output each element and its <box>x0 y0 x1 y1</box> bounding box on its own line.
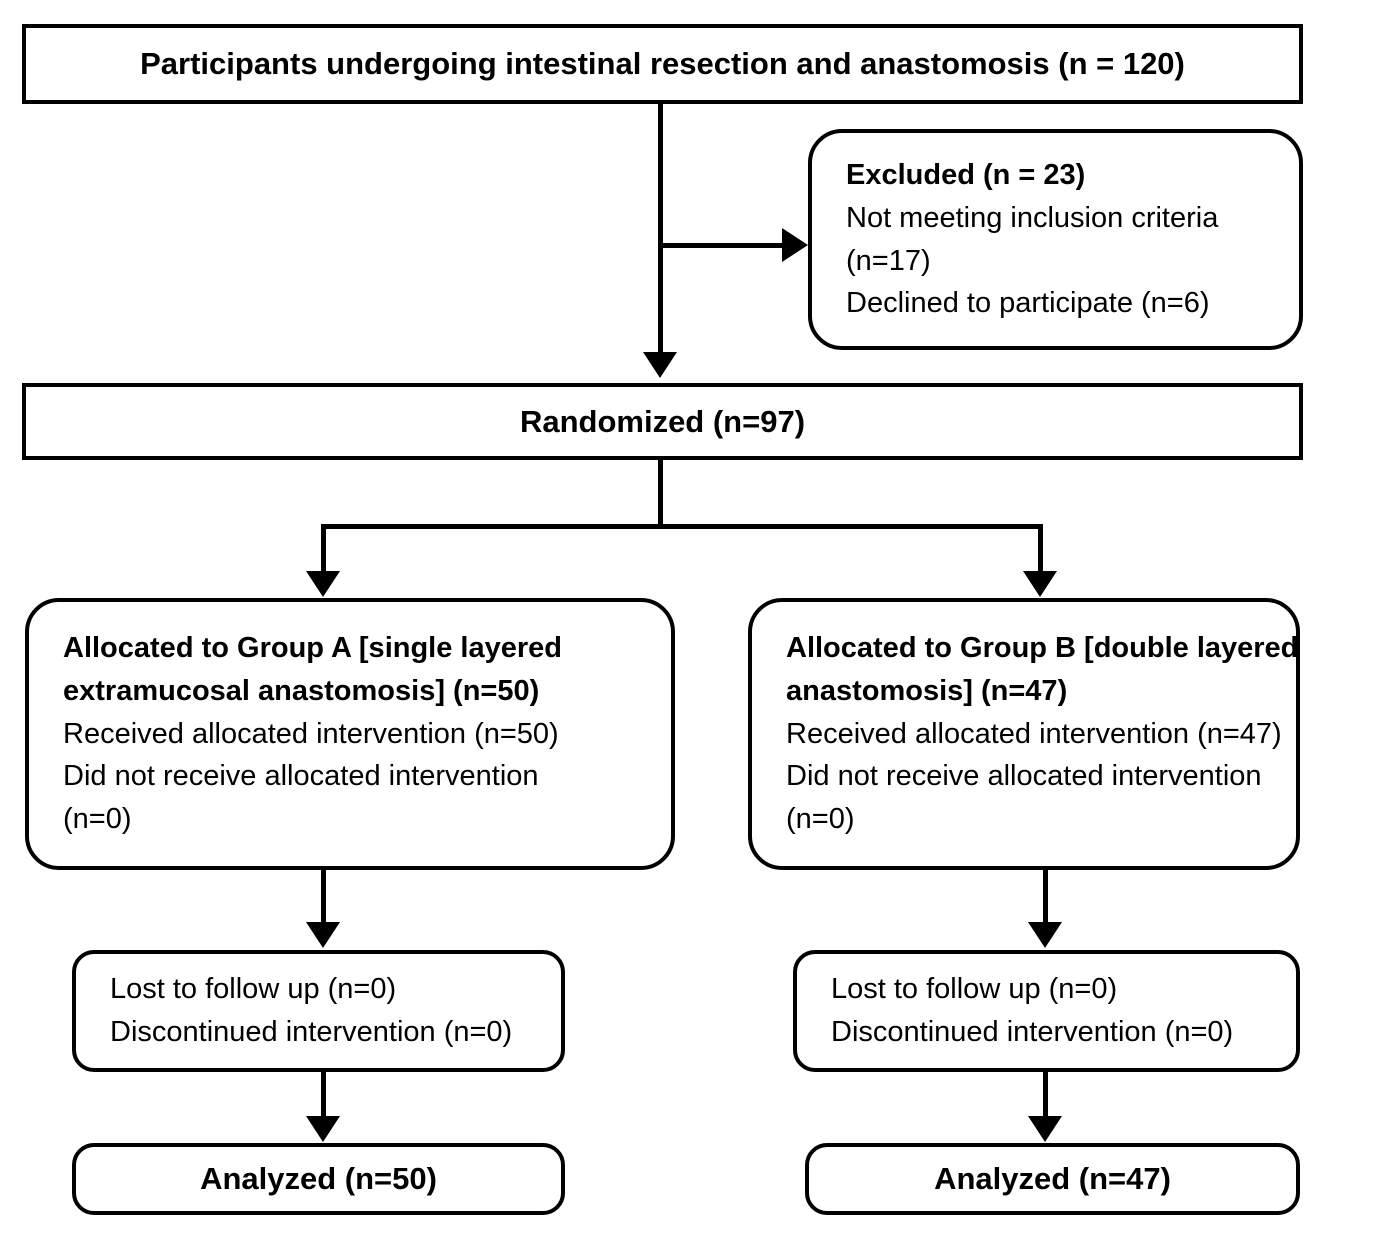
allocation-not-received-group-b-line-2: (n=0) <box>786 803 855 836</box>
arrowhead-group-b-followup <box>1028 922 1062 948</box>
connector-group-a-allocation-to-followup <box>321 870 326 926</box>
excluded-reason-2: Declined to participate (n=6) <box>846 287 1210 320</box>
connector-randomized-stem <box>658 460 663 528</box>
analyzed-box-group-b: Analyzed (n=47) <box>805 1143 1300 1215</box>
allocation-heading-group-a-line-1: Allocated to Group A [single layered <box>63 631 562 664</box>
enrollment-label: Participants undergoing intestinal resec… <box>140 46 1185 82</box>
followup-lost-group-a: Lost to follow up (n=0) <box>110 973 397 1006</box>
analyzed-label-group-a: Analyzed (n=50) <box>200 1161 437 1197</box>
excluded-box: Excluded (n = 23) Not meeting inclusion … <box>808 129 1303 350</box>
connector-split-left <box>321 524 326 576</box>
excluded-reason-1-line-2: (n=17) <box>846 244 931 277</box>
connector-to-excluded <box>658 243 782 248</box>
arrowhead-group-a-analyzed <box>306 1116 340 1142</box>
allocation-heading-group-b-line-2: anastomosis] (n=47) <box>786 674 1068 707</box>
randomized-box: Randomized (n=97) <box>22 383 1303 460</box>
followup-lost-group-b: Lost to follow up (n=0) <box>831 973 1118 1006</box>
allocation-not-received-group-a-line-2: (n=0) <box>63 803 132 836</box>
arrowhead-to-group-b <box>1023 571 1057 597</box>
analyzed-label-group-b: Analyzed (n=47) <box>934 1161 1171 1197</box>
allocation-not-received-group-a-line-1: Did not receive allocated intervention <box>63 760 539 793</box>
connector-split-right <box>1038 524 1043 576</box>
followup-box-group-b: Lost to follow up (n=0) Discontinued int… <box>793 950 1300 1072</box>
allocation-box-group-b: Allocated to Group B [double layered ana… <box>748 598 1300 870</box>
followup-discontinued-group-b: Discontinued intervention (n=0) <box>831 1016 1234 1048</box>
analyzed-box-group-a: Analyzed (n=50) <box>72 1143 565 1215</box>
connector-enrollment-to-randomized <box>658 104 663 352</box>
randomized-label: Randomized (n=97) <box>519 403 806 439</box>
enrollment-box: Participants undergoing intestinal resec… <box>22 24 1303 104</box>
allocation-heading-group-b-line-1: Allocated to Group B [double layered <box>786 631 1299 664</box>
arrowhead-to-randomized <box>643 352 677 378</box>
arrowhead-to-group-a <box>306 571 340 597</box>
arrowhead-group-b-analyzed <box>1028 1116 1062 1142</box>
connector-split-bar <box>321 524 1043 529</box>
followup-box-group-a: Lost to follow up (n=0) Discontinued int… <box>72 950 565 1072</box>
allocation-received-group-a: Received allocated intervention (n=50) <box>63 717 559 750</box>
excluded-heading: Excluded (n = 23) <box>846 158 1086 191</box>
followup-discontinued-group-a: Discontinued intervention (n=0) <box>110 1016 513 1048</box>
excluded-reason-1-line-1: Not meeting inclusion criteria <box>846 201 1219 234</box>
connector-group-b-allocation-to-followup <box>1043 870 1048 926</box>
allocation-box-group-a: Allocated to Group A [single layered ext… <box>25 598 675 870</box>
arrowhead-group-a-followup <box>306 922 340 948</box>
connector-group-b-followup-to-analyzed <box>1043 1072 1048 1120</box>
allocation-not-received-group-b-line-1: Did not receive allocated intervention <box>786 760 1262 793</box>
connector-group-a-followup-to-analyzed <box>321 1072 326 1120</box>
allocation-received-group-b: Received allocated intervention (n=47) <box>786 717 1282 750</box>
allocation-heading-group-a-line-2: extramucosal anastomosis] (n=50) <box>63 674 540 707</box>
arrowhead-to-excluded <box>782 228 808 262</box>
